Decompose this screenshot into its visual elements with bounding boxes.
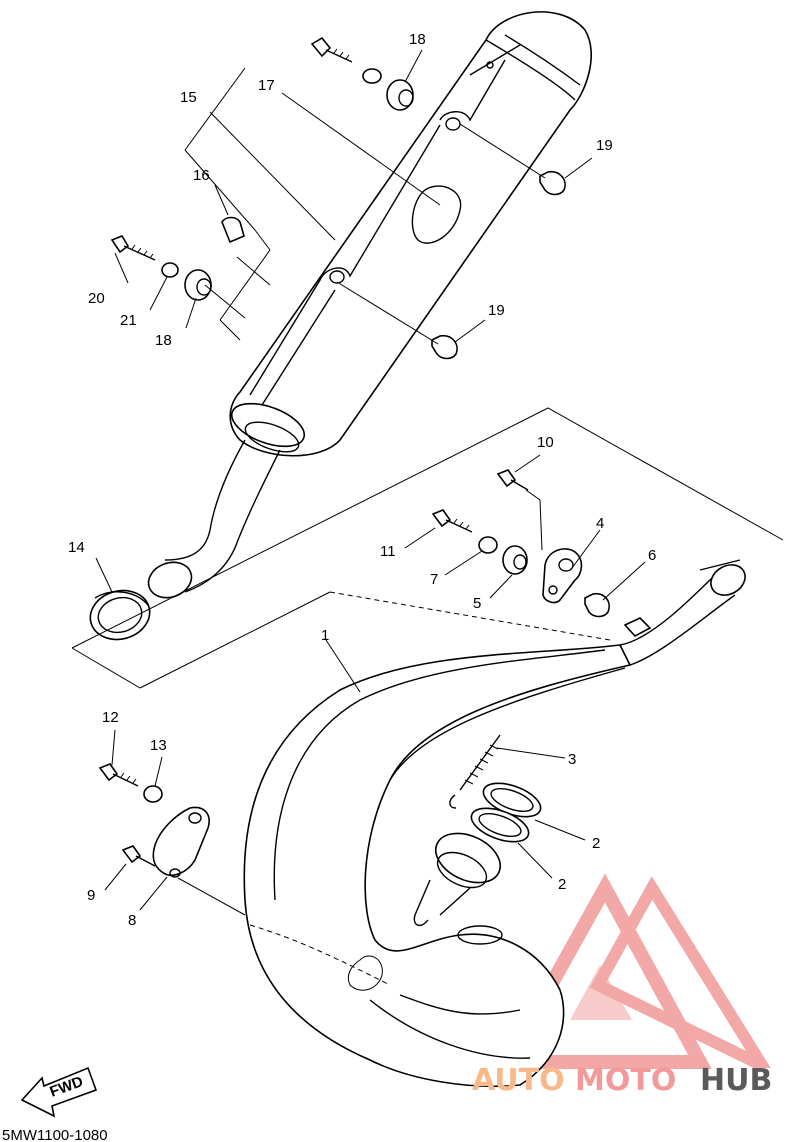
callout-11: 11 bbox=[380, 543, 396, 560]
callout-13: 13 bbox=[150, 737, 167, 754]
callout-1: 1 bbox=[321, 627, 329, 644]
fwd-arrow: FWD bbox=[20, 1066, 98, 1118]
callout-5: 5 bbox=[473, 595, 481, 612]
callout-16: 16 bbox=[193, 167, 210, 184]
bracket-4 bbox=[542, 548, 583, 604]
o-ring-2-lower bbox=[470, 807, 530, 843]
callout-labels: 1 2 2 3 4 5 6 7 8 9 10 11 12 13 14 15 16… bbox=[68, 31, 656, 929]
bolt-upper bbox=[310, 36, 353, 63]
bolt-16 bbox=[221, 216, 245, 244]
washer-upper bbox=[362, 68, 382, 84]
o-ring-2-upper bbox=[482, 782, 542, 818]
bolt-20 bbox=[110, 235, 156, 261]
collar-19-upper bbox=[539, 170, 566, 196]
washer-21 bbox=[161, 262, 179, 278]
callout-18-upper: 18 bbox=[409, 31, 426, 48]
silencer-assembly bbox=[147, 11, 593, 599]
callout-6: 6 bbox=[648, 547, 656, 564]
diagram-code: 5MW1100-1080 bbox=[2, 1127, 108, 1142]
washer-13 bbox=[143, 785, 163, 803]
callout-20: 20 bbox=[88, 290, 105, 307]
group-box-upper bbox=[184, 67, 271, 341]
bolt-10-guide bbox=[525, 489, 543, 551]
callout-7: 7 bbox=[430, 571, 438, 588]
watermark-logo bbox=[496, 873, 771, 1069]
grommet-18-upper bbox=[386, 79, 414, 111]
callout-15: 15 bbox=[180, 89, 197, 106]
callout-19-upper: 19 bbox=[596, 137, 613, 154]
bolt-12 bbox=[98, 763, 139, 787]
callout-17: 17 bbox=[258, 77, 275, 94]
washer-7 bbox=[478, 536, 498, 554]
bolt-11 bbox=[431, 509, 473, 533]
grommet-5 bbox=[502, 545, 528, 575]
callout-8: 8 bbox=[128, 912, 136, 929]
bolt-9 bbox=[121, 845, 156, 867]
callout-4: 4 bbox=[596, 515, 604, 532]
callout-18-lower: 18 bbox=[155, 332, 172, 349]
callout-3: 3 bbox=[568, 751, 576, 768]
watermark-part-moto: MOTO bbox=[575, 1063, 676, 1098]
bolt-10 bbox=[496, 469, 529, 491]
exhaust-pipe-1 bbox=[243, 559, 746, 1088]
group-box-lower bbox=[71, 407, 784, 689]
watermark-text: AUTO MOTO HUB bbox=[472, 1063, 772, 1098]
callout-12: 12 bbox=[102, 709, 119, 726]
bracket-8 bbox=[152, 806, 210, 878]
callout-2-upper: 2 bbox=[592, 835, 600, 852]
grommet-18-lower bbox=[184, 269, 212, 301]
watermark-part-hub: HUB bbox=[700, 1063, 772, 1098]
watermark-part-auto: AUTO bbox=[472, 1063, 565, 1098]
joint-gasket-14 bbox=[89, 589, 151, 641]
callout-14: 14 bbox=[68, 539, 85, 556]
callout-21: 21 bbox=[120, 312, 137, 329]
callout-10: 10 bbox=[537, 434, 554, 451]
leader-lines bbox=[95, 49, 646, 916]
pipe-joint bbox=[413, 832, 501, 927]
callout-19-lower: 19 bbox=[488, 302, 505, 319]
callout-2-lower: 2 bbox=[558, 876, 566, 893]
callout-9: 9 bbox=[87, 887, 95, 904]
spring-3 bbox=[449, 734, 501, 809]
collar-19-lower bbox=[431, 334, 458, 360]
